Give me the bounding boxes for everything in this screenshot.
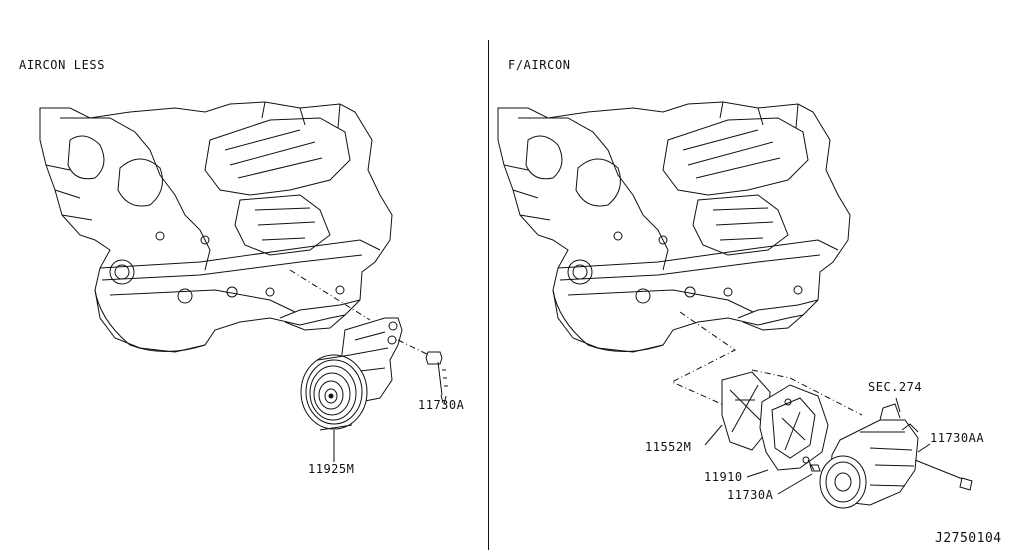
engine-illustration-left xyxy=(39,101,393,353)
diagram-id: J2750104 xyxy=(935,531,1002,546)
part-label-11925m: 11925M xyxy=(308,462,355,476)
part-label-11730a-left: 11730A xyxy=(418,398,465,412)
compressor-assembly-right xyxy=(670,311,973,509)
part-label-11730a-right: 11730A xyxy=(727,488,774,502)
gasket-11552m xyxy=(721,371,771,451)
pulley-assembly-left xyxy=(289,269,448,462)
leader-lines xyxy=(443,395,931,495)
section-title-f-aircon: F/AIRCON xyxy=(508,58,571,72)
part-label-11552m: 11552M xyxy=(645,440,692,454)
engine-illustration-right xyxy=(497,101,851,353)
part-label-11910: 11910 xyxy=(704,470,743,484)
part-label-sec-274: SEC.274 xyxy=(868,380,923,394)
part-label-11730aa: 11730AA xyxy=(930,431,985,445)
section-divider xyxy=(488,40,489,550)
section-title-aircon-less: AIRCON LESS xyxy=(19,58,106,72)
